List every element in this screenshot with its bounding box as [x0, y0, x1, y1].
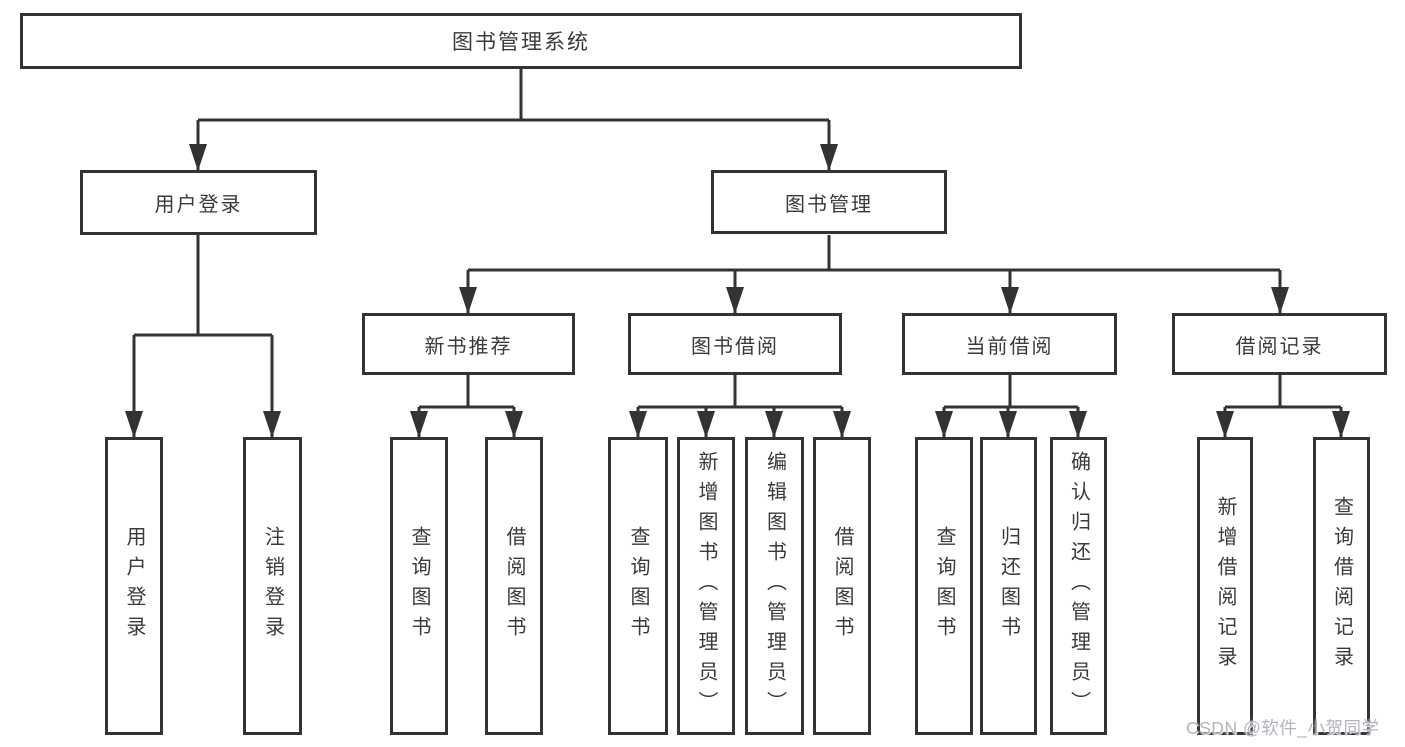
node-book-management: 图书管理	[711, 170, 947, 234]
leaf-borrow-books-recommend: 借阅图书	[485, 437, 543, 735]
node-label: 查询图书	[627, 526, 649, 646]
node-label: 归还图书	[997, 526, 1020, 646]
node-label: 图书借阅	[691, 335, 779, 358]
node-book-borrow: 图书借阅	[628, 313, 842, 375]
node-label: 借阅图书	[503, 526, 525, 646]
leaf-query-books-current: 查询图书	[915, 437, 973, 735]
node-user-login: 用户登录	[80, 170, 317, 235]
node-library-management-system: 图书管理系统	[20, 13, 1022, 69]
node-label: 新增图书（管理员）	[695, 451, 717, 721]
leaf-user-login: 用户登录	[105, 437, 163, 735]
connector-root-to-level2	[189, 69, 838, 171]
leaf-confirm-return-admin: 确认归还（管理员）	[1050, 437, 1107, 735]
node-label: 借阅记录	[1235, 335, 1324, 358]
node-label: 查询图书	[408, 526, 430, 646]
node-label: 注销登录	[261, 526, 284, 646]
connector-user-login-children	[125, 235, 281, 438]
node-label: 图书管理	[785, 193, 873, 216]
connector-borrow-records-children	[1216, 375, 1350, 438]
leaf-return-books: 归还图书	[980, 437, 1037, 735]
node-label: 当前借阅	[965, 335, 1054, 358]
leaf-borrow-books: 借阅图书	[813, 437, 871, 735]
connector-book-borrow-children	[629, 375, 851, 438]
node-label: 用户登录	[154, 194, 243, 216]
connector-new-book-recommend-children	[410, 375, 523, 438]
leaf-edit-books-admin: 编辑图书（管理员）	[745, 437, 804, 735]
node-current-borrow: 当前借阅	[902, 313, 1117, 375]
node-label: 借阅图书	[831, 526, 853, 646]
node-label: 查询借阅记录	[1330, 496, 1353, 676]
node-borrow-records: 借阅记录	[1172, 313, 1387, 375]
leaf-query-books-borrow: 查询图书	[608, 437, 668, 735]
leaf-logout: 注销登录	[243, 437, 302, 735]
node-label: 查询图书	[933, 526, 955, 646]
leaf-query-books-recommend: 查询图书	[390, 437, 448, 735]
node-label: 新增借阅记录	[1214, 496, 1236, 676]
node-label: 新书推荐	[424, 335, 513, 358]
node-label: 图书管理系统	[452, 31, 590, 54]
connector-current-borrow-children	[935, 375, 1087, 438]
connector-book-management-children	[459, 235, 1289, 314]
leaf-add-books-admin: 新增图书（管理员）	[677, 437, 735, 735]
node-label: 编辑图书（管理员）	[763, 451, 786, 721]
csdn-watermark: CSDN @软件_小贺同学	[1186, 718, 1380, 738]
leaf-query-borrow-record: 查询借阅记录	[1313, 437, 1370, 735]
node-label: 确认归还（管理员）	[1067, 451, 1090, 721]
leaf-add-borrow-record: 新增借阅记录	[1197, 437, 1253, 735]
node-label: 用户登录	[123, 526, 145, 646]
node-new-book-recommend: 新书推荐	[362, 313, 575, 375]
